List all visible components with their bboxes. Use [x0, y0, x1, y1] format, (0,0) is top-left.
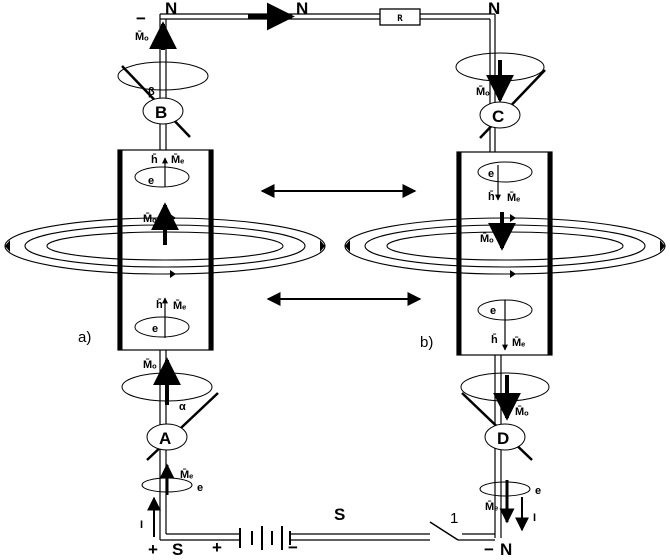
svg-text:β: β [148, 86, 155, 98]
svg-text:S: S [172, 540, 183, 559]
svg-text:a): a) [78, 329, 91, 346]
svg-text:−: − [136, 9, 146, 28]
svg-text:S: S [334, 505, 345, 524]
svg-text:e: e [490, 305, 496, 317]
svg-text:M̄ₑ: M̄ₑ [512, 337, 525, 349]
svg-text:−: − [288, 538, 298, 557]
svg-text:N: N [296, 0, 308, 18]
svg-text:D: D [497, 429, 509, 448]
svg-text:M̄ₑ: M̄ₑ [507, 192, 520, 204]
svg-text:+: + [148, 540, 158, 559]
svg-text:1: 1 [450, 510, 458, 527]
svg-text:e: e [148, 175, 154, 187]
battery [239, 526, 291, 550]
svg-text:h̄: h̄ [488, 191, 495, 203]
switch: 1 [429, 510, 459, 541]
svg-text:M̄ₒ: M̄ₒ [515, 406, 529, 418]
instrument-A: A [121, 357, 219, 461]
field-ring-arrowheads [5, 214, 665, 278]
svg-text:B: B [155, 103, 167, 122]
svg-text:b): b) [420, 334, 433, 351]
svg-text:M̄ₑ: M̄ₑ [180, 469, 193, 481]
svg-text:A: A [159, 429, 171, 448]
svg-text:e: e [152, 323, 158, 335]
svg-text:e: e [197, 482, 203, 494]
svg-text:C: C [492, 107, 504, 126]
svg-text:h̄: h̄ [156, 299, 163, 311]
instrument-C: C [455, 52, 546, 139]
svg-text:e: e [488, 168, 494, 180]
svg-text:M̄ₑ: M̄ₑ [485, 501, 498, 513]
svg-text:+: + [212, 538, 222, 557]
conductor-block-a [117, 149, 214, 351]
resistor: R [379, 8, 421, 26]
svg-text:h̄: h̄ [151, 154, 158, 166]
svg-text:M̄ₒ: M̄ₒ [135, 31, 149, 43]
svg-text:I: I [533, 512, 536, 524]
svg-text:M̄ₒ: M̄ₒ [476, 86, 490, 98]
instrument-D: D [460, 372, 550, 461]
svg-text:α: α [179, 401, 186, 413]
svg-text:M̄ₒ: M̄ₒ [143, 213, 157, 225]
electron-loops-bottom [141, 463, 531, 524]
svg-text:N: N [500, 540, 512, 559]
svg-text:N: N [488, 0, 500, 18]
svg-text:M̄ₑ: M̄ₑ [171, 154, 184, 166]
svg-text:M̄ₑ: M̄ₑ [173, 300, 186, 312]
svg-text:h̄: h̄ [491, 334, 498, 346]
svg-text:M̄ₒ: M̄ₒ [143, 359, 157, 371]
svg-text:e: e [535, 485, 541, 497]
labels: − N N N S S + + − − N a) b) β α M̄ₒ M̄ₒ … [78, 0, 541, 559]
svg-text:R: R [397, 14, 403, 24]
svg-text:M̄ₒ: M̄ₒ [480, 233, 494, 245]
svg-text:N: N [165, 0, 177, 18]
svg-text:−: − [484, 540, 494, 559]
svg-text:I: I [140, 519, 143, 531]
instrument-B: B [117, 21, 209, 138]
conductor-block-b [456, 151, 553, 356]
